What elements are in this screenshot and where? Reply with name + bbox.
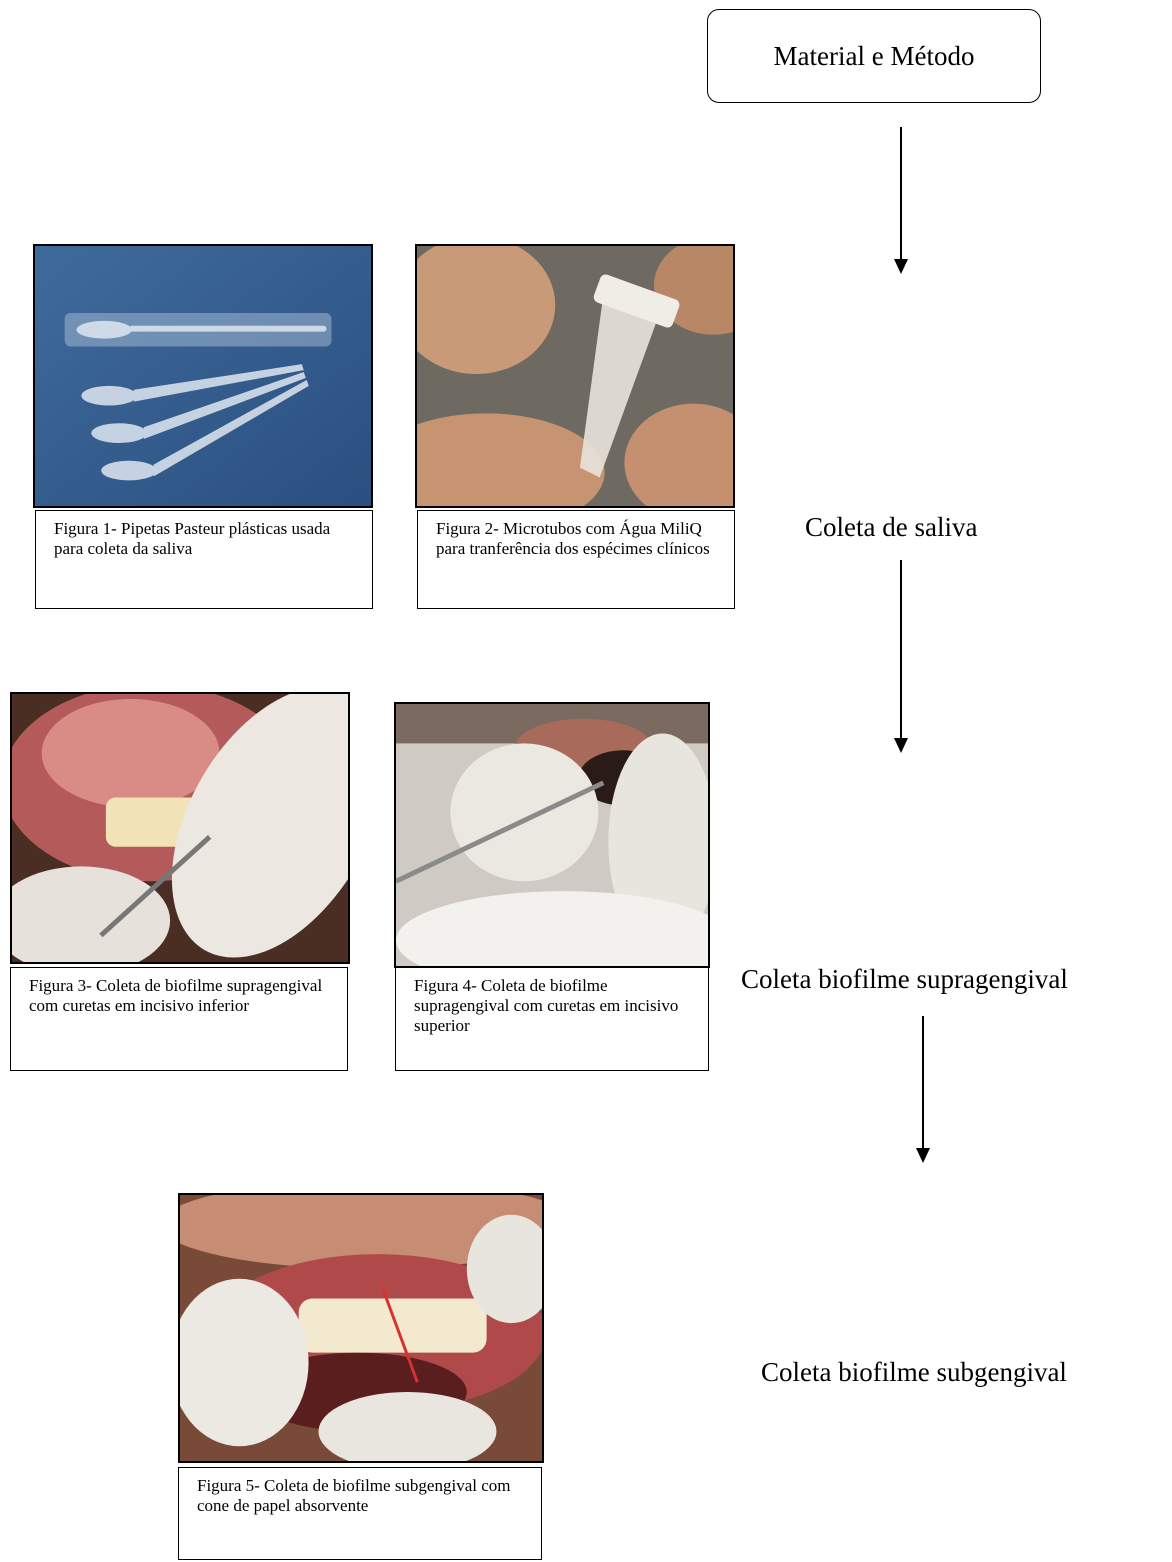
step-saliva: Coleta de saliva	[805, 512, 977, 543]
figure-3-caption: Figura 3- Coleta de biofilme supragengiv…	[10, 967, 348, 1071]
diagram-title: Material e Método	[774, 41, 975, 72]
figure-4-caption: Figura 4- Coleta de biofilme supragengiv…	[395, 967, 709, 1071]
flow-arrow-1	[894, 127, 908, 274]
lower-incisor-image	[12, 694, 348, 962]
step-subgingival: Coleta biofilme subgengival	[761, 1357, 1067, 1388]
flow-arrow-2	[894, 560, 908, 753]
flow-arrow-3	[916, 1016, 930, 1163]
subgingival-image	[180, 1195, 542, 1461]
figure-1-photo	[33, 244, 373, 508]
figure-5-photo	[178, 1193, 544, 1463]
figure-4-photo	[394, 702, 710, 968]
figure-1-caption: Figura 1- Pipetas Pasteur plásticas usad…	[35, 510, 373, 609]
figure-5-caption: Figura 5- Coleta de biofilme subgengival…	[178, 1467, 542, 1560]
figure-2-caption: Figura 2- Microtubos com Água MiliQ para…	[417, 510, 735, 609]
microtube-image	[417, 246, 733, 506]
step-supragingival: Coleta biofilme supragengival	[741, 964, 1068, 995]
figure-3-photo	[10, 692, 350, 964]
pipettes-image	[35, 246, 371, 506]
title-box: Material e Método	[707, 9, 1041, 103]
upper-incisor-image	[396, 704, 708, 966]
figure-2-photo	[415, 244, 735, 508]
